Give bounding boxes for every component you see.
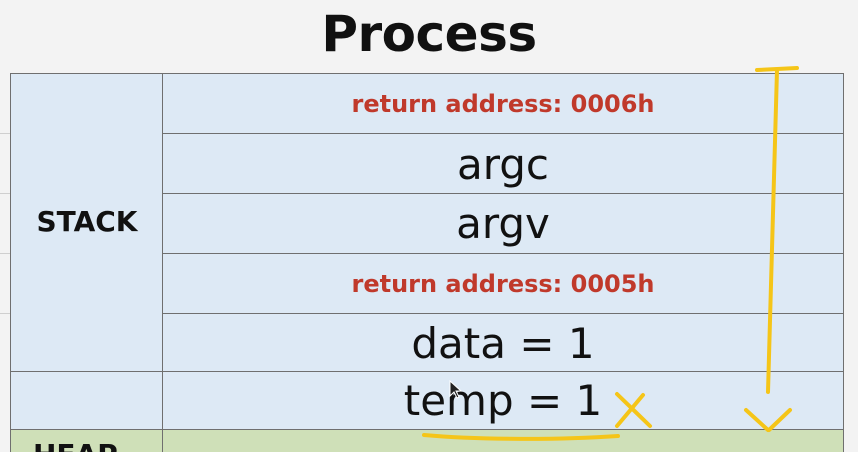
stack-row-return-address-0005h: return address: 0005h bbox=[163, 254, 843, 314]
stack-row-temp: temp = 1 bbox=[163, 372, 843, 430]
stack-label-cell: STACK bbox=[11, 74, 163, 372]
sheet-gridline bbox=[0, 193, 12, 194]
heap-label-cell: HEAP bbox=[11, 430, 163, 452]
stack-row-return-address-0006h: return address: 0006h bbox=[163, 74, 843, 134]
stack-row-text: argc bbox=[456, 140, 550, 189]
stack-label: STACK bbox=[36, 205, 138, 238]
sheet-gridline bbox=[0, 313, 12, 314]
stack-blank-cell bbox=[11, 372, 163, 430]
sheet-gridline bbox=[0, 253, 12, 254]
process-memory-table: STACK return address: 0006h argc argv re… bbox=[10, 73, 844, 452]
heap-row bbox=[163, 430, 843, 452]
stack-row-text: argv bbox=[456, 199, 550, 248]
sheet-gridline bbox=[0, 133, 12, 134]
mouse-cursor-icon bbox=[449, 380, 463, 399]
annotation-top-bar bbox=[755, 66, 799, 72]
stack-row-text: data = 1 bbox=[411, 319, 595, 368]
stack-row-text: temp = 1 bbox=[403, 376, 603, 425]
diagram-title: Process bbox=[321, 5, 537, 63]
stack-row-data: data = 1 bbox=[163, 314, 843, 372]
heap-label: HEAP bbox=[33, 440, 118, 452]
stack-row-argc: argc bbox=[163, 134, 843, 194]
stack-row-argv: argv bbox=[163, 194, 843, 254]
stack-row-text: return address: 0006h bbox=[351, 90, 655, 118]
stack-row-text: return address: 0005h bbox=[351, 270, 655, 298]
